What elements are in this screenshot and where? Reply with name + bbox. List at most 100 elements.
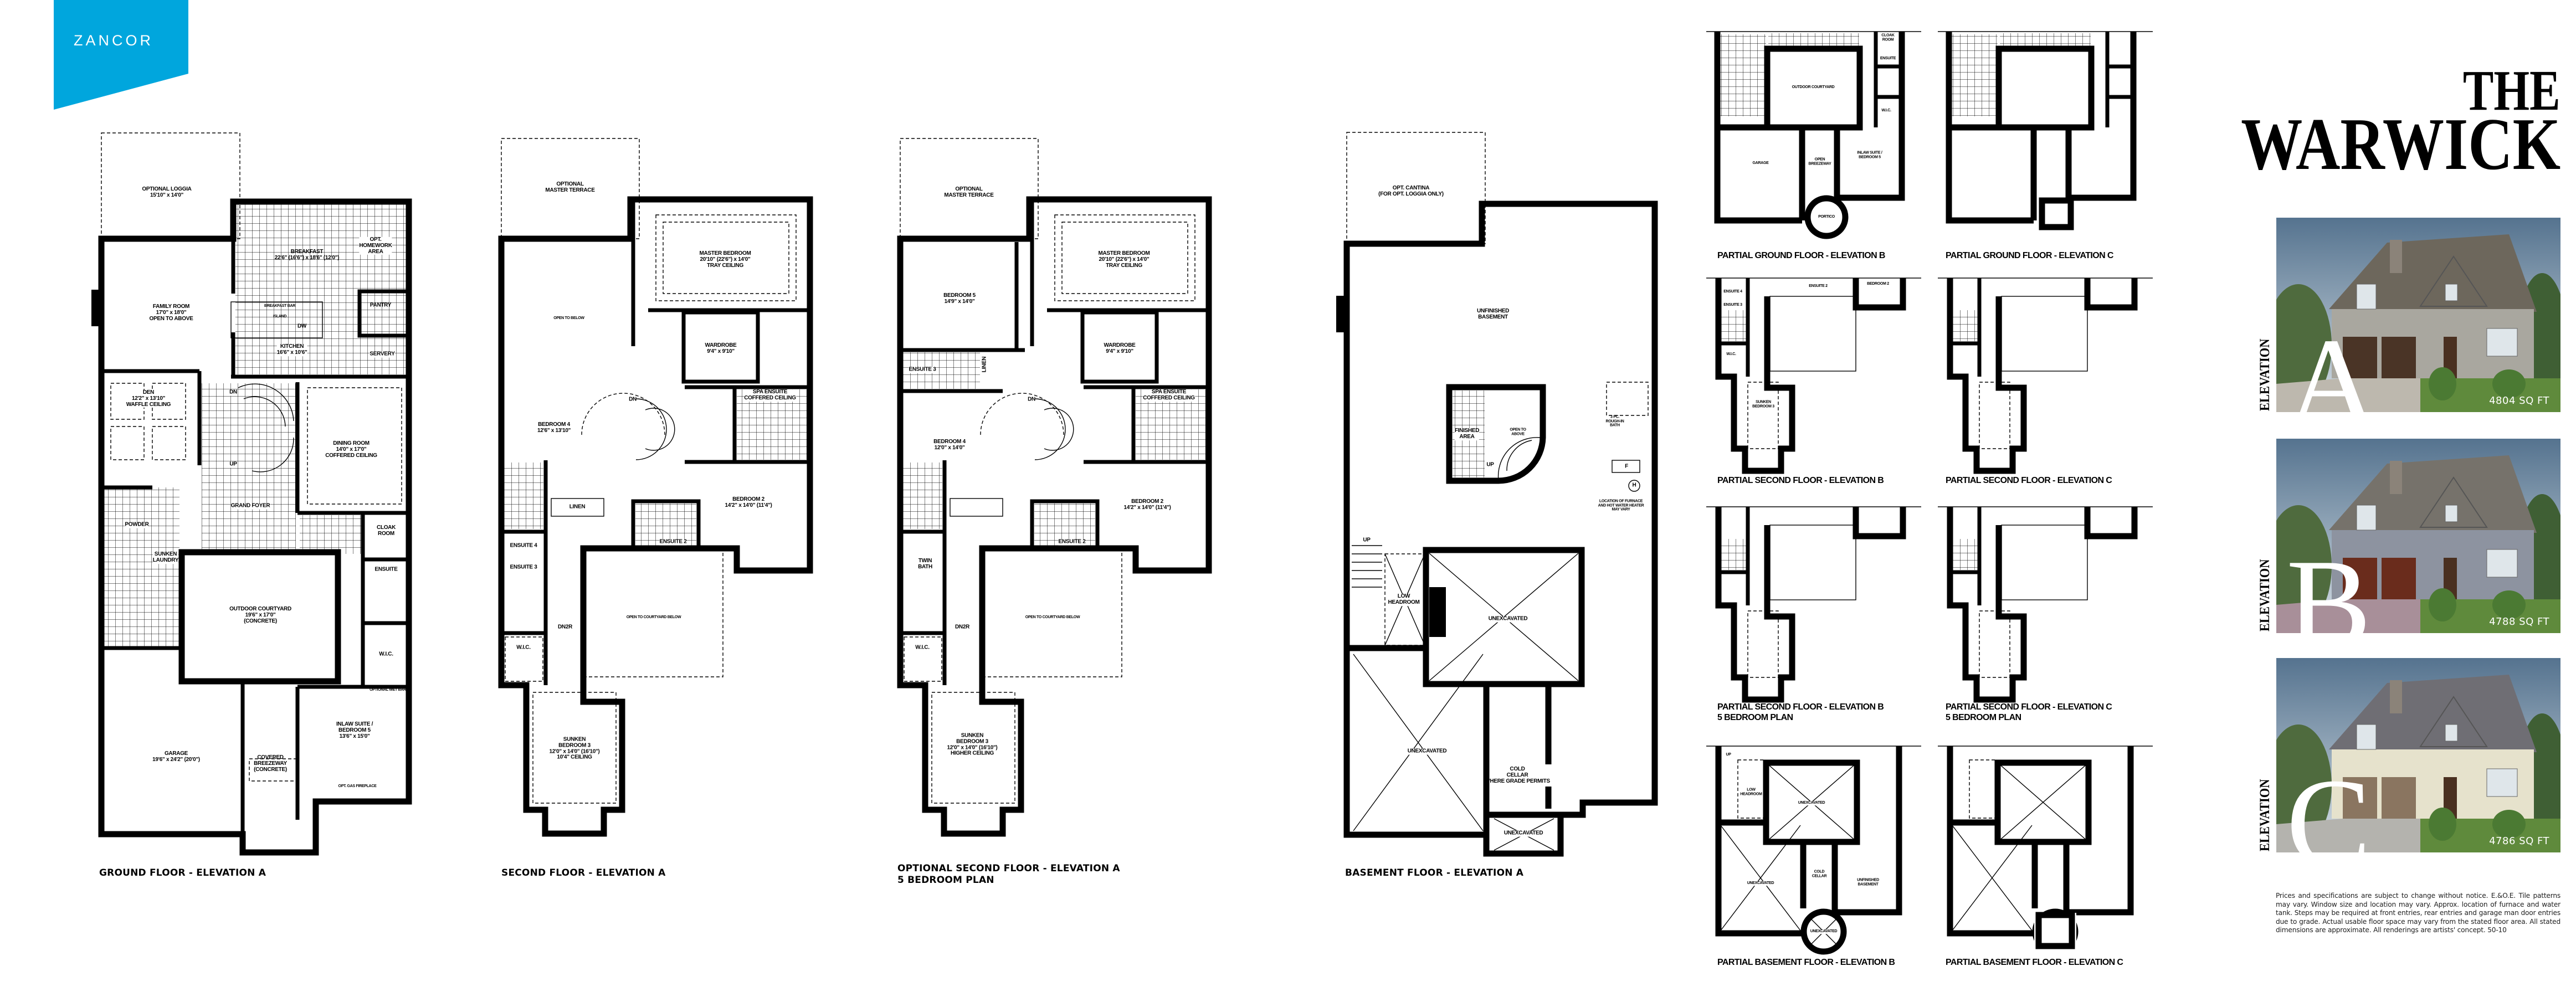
partial-room-courtyard: OUTDOOR COURTYARD: [1792, 85, 1835, 90]
partial-stair-up: UP: [1726, 753, 1731, 757]
room-bedroom-5: BEDROOM 5 14'9" x 14'0": [943, 292, 976, 305]
garage-door: [2343, 558, 2377, 599]
rough-in-bath-label: 3 PC. ROUGH-IN BATH: [1605, 415, 1624, 428]
window: [2486, 768, 2518, 797]
elevation-b-rendering: B 4788 SQ FT: [2276, 439, 2560, 633]
room-spa-ensuite: SPA ENSUITE COFFERED CEILING: [744, 389, 796, 402]
elevation-a-word: ELEVATION: [2257, 338, 2272, 411]
hedge: [2429, 367, 2456, 400]
room-ensuite: ENSUITE: [374, 566, 398, 573]
room-family-room: FAMILY ROOM 17'0" x 18'0" OPEN TO ABOVE: [149, 303, 193, 322]
partial-ground-floor-c-plan: [1938, 32, 2153, 230]
partial-basement-b-caption: PARTIAL BASEMENT FLOOR - ELEVATION B: [1717, 958, 1895, 967]
window: [2486, 328, 2518, 357]
room-outdoor-courtyard: OUTDOOR COURTYARD 19'6" x 17'0" (CONCRET…: [229, 605, 291, 624]
elevation-a-rendering: A 4804 SQ FT: [2276, 218, 2560, 412]
open-to-above-label: OPEN TO ABOVE: [1510, 428, 1526, 436]
roof: [2329, 234, 2537, 312]
room-covered-breezeway: COVERED BREEZEWAY (CONCRETE): [254, 754, 287, 773]
room-wic: W.I.C.: [915, 644, 930, 651]
hedge: [2492, 590, 2526, 619]
room-inlaw-suite: INLAW SUITE / BEDROOM 5 13'6" x 15'0": [336, 721, 373, 739]
partial-unexcavated-2: UNEXCAVATED: [1747, 881, 1774, 886]
basement-floor-plan: [1336, 132, 1658, 857]
room-breakfast: BREAKFAST 22'6" (16'6") x 18'6" (12'0"): [274, 249, 340, 261]
partial-second-b-5bed-caption: PARTIAL SECOND FLOOR - ELEVATION B: [1717, 702, 1884, 712]
partial-basement-c-caption: PARTIAL BASEMENT FLOOR - ELEVATION C: [1946, 958, 2123, 967]
room-master-bedroom: MASTER BEDROOM 20'10" (22'6") x 14'0" TR…: [699, 250, 751, 269]
partial-room-wic: W.I.C.: [1726, 352, 1736, 357]
window: [2356, 505, 2377, 531]
room-optional-master-terrace: OPTIONAL MASTER TERRACE: [545, 181, 595, 193]
roof: [2329, 455, 2537, 533]
room-ensuite-3: ENSUITE 3: [510, 564, 537, 571]
breakfast-bar-label: BREAKFAST BAR: [264, 304, 295, 309]
partial-room-portico: PORTICO: [1818, 215, 1835, 219]
room-pantry: PANTRY: [370, 302, 392, 309]
stair-up-label: UP: [229, 461, 237, 468]
roof-gable: [2419, 696, 2488, 747]
partial-second-floor-c-plan: [1938, 278, 2153, 471]
window: [2486, 549, 2518, 578]
window: [2445, 284, 2458, 301]
zancor-logo: ZANCOR: [54, 0, 188, 110]
partial-second-c-5bed-caption: PARTIAL SECOND FLOOR - ELEVATION C: [1946, 702, 2112, 712]
second-floor-caption: SECOND FLOOR - ELEVATION A: [501, 867, 666, 878]
chimney: [2390, 461, 2402, 494]
elevation-c-word: ELEVATION: [2257, 779, 2272, 851]
logo-text: ZANCOR: [74, 32, 153, 49]
partial-second-c-5bed-subcaption: 5 BEDROOM PLAN: [1946, 713, 2021, 722]
partial-basement-b-plan: [1706, 746, 1921, 952]
stair-up-label-2: UP: [1363, 537, 1371, 543]
tree: [2276, 724, 2332, 846]
house-b-image: [2276, 439, 2560, 633]
partial-room-garage: GARAGE: [1752, 161, 1769, 166]
room-wic: W.I.C.: [516, 644, 531, 651]
room-cold-cellar: COLD CELLAR WHERE GRADE PERMITS: [1485, 765, 1550, 784]
partial-room-ensuite: ENSUITE: [1880, 56, 1896, 61]
window: [2356, 284, 2377, 310]
room-den: DEN 12'2" x 13'10" WAFFLE CEILING: [126, 389, 171, 408]
partial-cold-cellar: COLD CELLAR: [1812, 870, 1827, 878]
dishwasher-label: DW: [297, 323, 307, 330]
room-servery: SERVERY: [370, 351, 395, 358]
stair-down-label: DN: [229, 389, 237, 396]
hedge: [2492, 810, 2526, 839]
partial-room-cloak: CLOAK ROOM: [1881, 33, 1895, 42]
room-optional-loggia: OPTIONAL LOGGIA 15'10" x 14'0": [142, 186, 192, 198]
hedge: [2429, 588, 2456, 621]
room-wardrobe: WARDROBE 9'4" x 9'10": [705, 342, 737, 354]
elevation-c-sqft: 4786 SQ FT: [2489, 835, 2549, 847]
window: [2356, 724, 2377, 750]
water-heater-label: H: [1632, 482, 1636, 489]
elevation-b-word: ELEVATION: [2257, 559, 2272, 631]
room-bedroom-2: BEDROOM 2 14'2" x 14'0" (11'4"): [725, 496, 772, 508]
second-floor-plan: [501, 138, 810, 834]
partial-room-ensuite-3: ENSUITE 3: [1723, 303, 1742, 307]
room-ensuite-3: ENSUITE 3: [909, 366, 936, 373]
room-master-bedroom: MASTER BEDROOM 20'10" (22'6") x 14'0" TR…: [1098, 250, 1150, 269]
stair-dn2r-label: DN2R: [955, 624, 970, 630]
roof-gable: [2419, 476, 2488, 528]
partial-unexcavated-1: UNEXCAVATED: [1798, 801, 1825, 805]
room-linen: LINEN: [981, 356, 988, 373]
partial-room-sunken-bedroom-3: SUNKEN BEDROOM 3: [1752, 400, 1774, 408]
room-sunken-bedroom-3: SUNKEN BEDROOM 3 12'0" x 14'0" (16'10") …: [549, 736, 600, 760]
room-ensuite-4: ENSUITE 4: [510, 542, 537, 549]
roof: [2329, 675, 2537, 752]
partial-second-floor-c-5bed-plan: [1938, 507, 2153, 700]
room-cloak-room: CLOAK ROOM: [376, 525, 396, 537]
garage-door: [2382, 558, 2416, 599]
room-spa-ensuite: SPA ENSUITE COFFERED CEILING: [1143, 389, 1195, 402]
house-c-image: [2276, 658, 2560, 852]
partial-second-b-caption: PARTIAL SECOND FLOOR - ELEVATION B: [1717, 476, 1884, 485]
elevation-a-letter: A: [2286, 312, 2379, 413]
stair-down-label: DN: [629, 396, 637, 403]
room-ensuite-2: ENSUITE 2: [659, 538, 687, 546]
garage-door: [2382, 777, 2416, 819]
room-wic: W.I.C.: [379, 651, 393, 657]
partial-unfinished-basement: UNFINISHED BASEMENT: [1857, 878, 1879, 886]
elevation-c-letter: C: [2286, 752, 2372, 853]
window: [2445, 724, 2458, 742]
room-sunken-laundry: SUNKEN LAUNDRY: [152, 551, 179, 564]
